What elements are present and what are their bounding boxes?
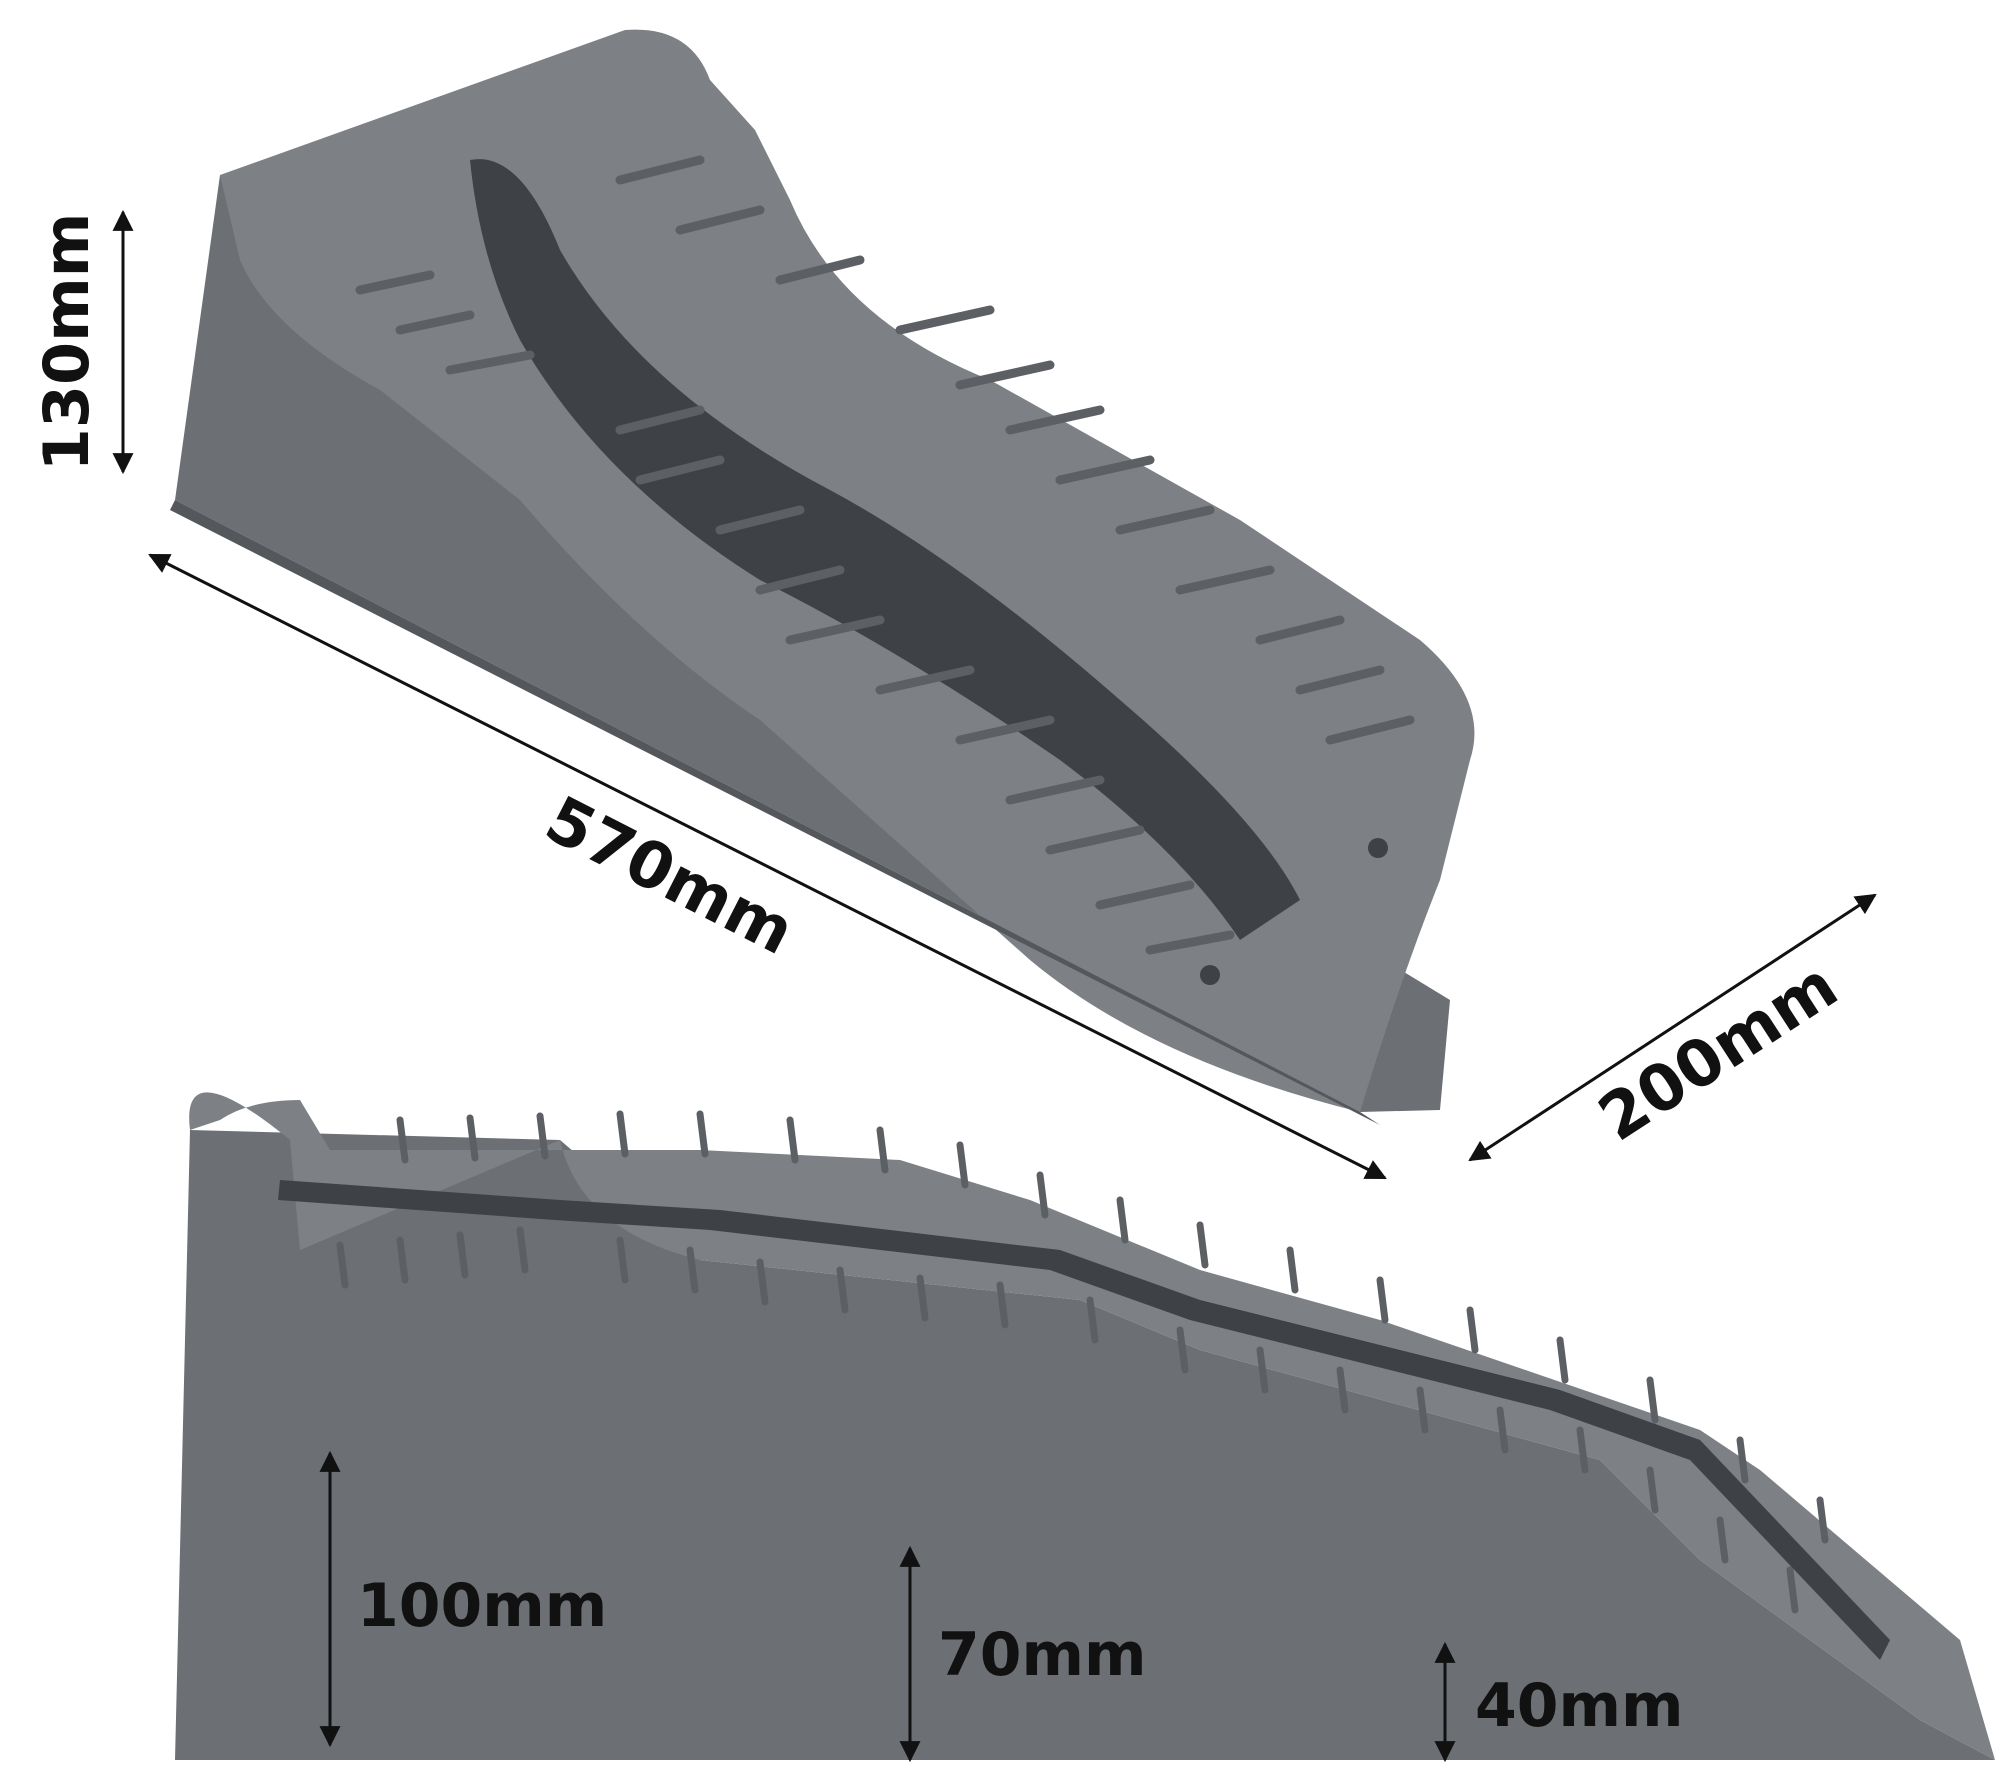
top-ramp-hole-right [1368,838,1388,858]
top-ramp-hole-left [1200,965,1220,985]
width-200-label: 200mm [1586,949,1850,1156]
height-40-label: 40mm [1475,1671,1684,1741]
side-ramp-groove [278,1180,1890,1660]
top-ramp-image [170,29,1475,1125]
height-130-label: 130mm [30,213,103,472]
dimension-arrows [112,209,1877,1763]
length-570-arrow [148,553,1387,1180]
height-100-label: 100mm [357,1571,607,1641]
width-200-arrow [1468,893,1877,1162]
side-ramp-side-face [175,1130,1995,1760]
height-70-label: 70mm [938,1620,1147,1690]
